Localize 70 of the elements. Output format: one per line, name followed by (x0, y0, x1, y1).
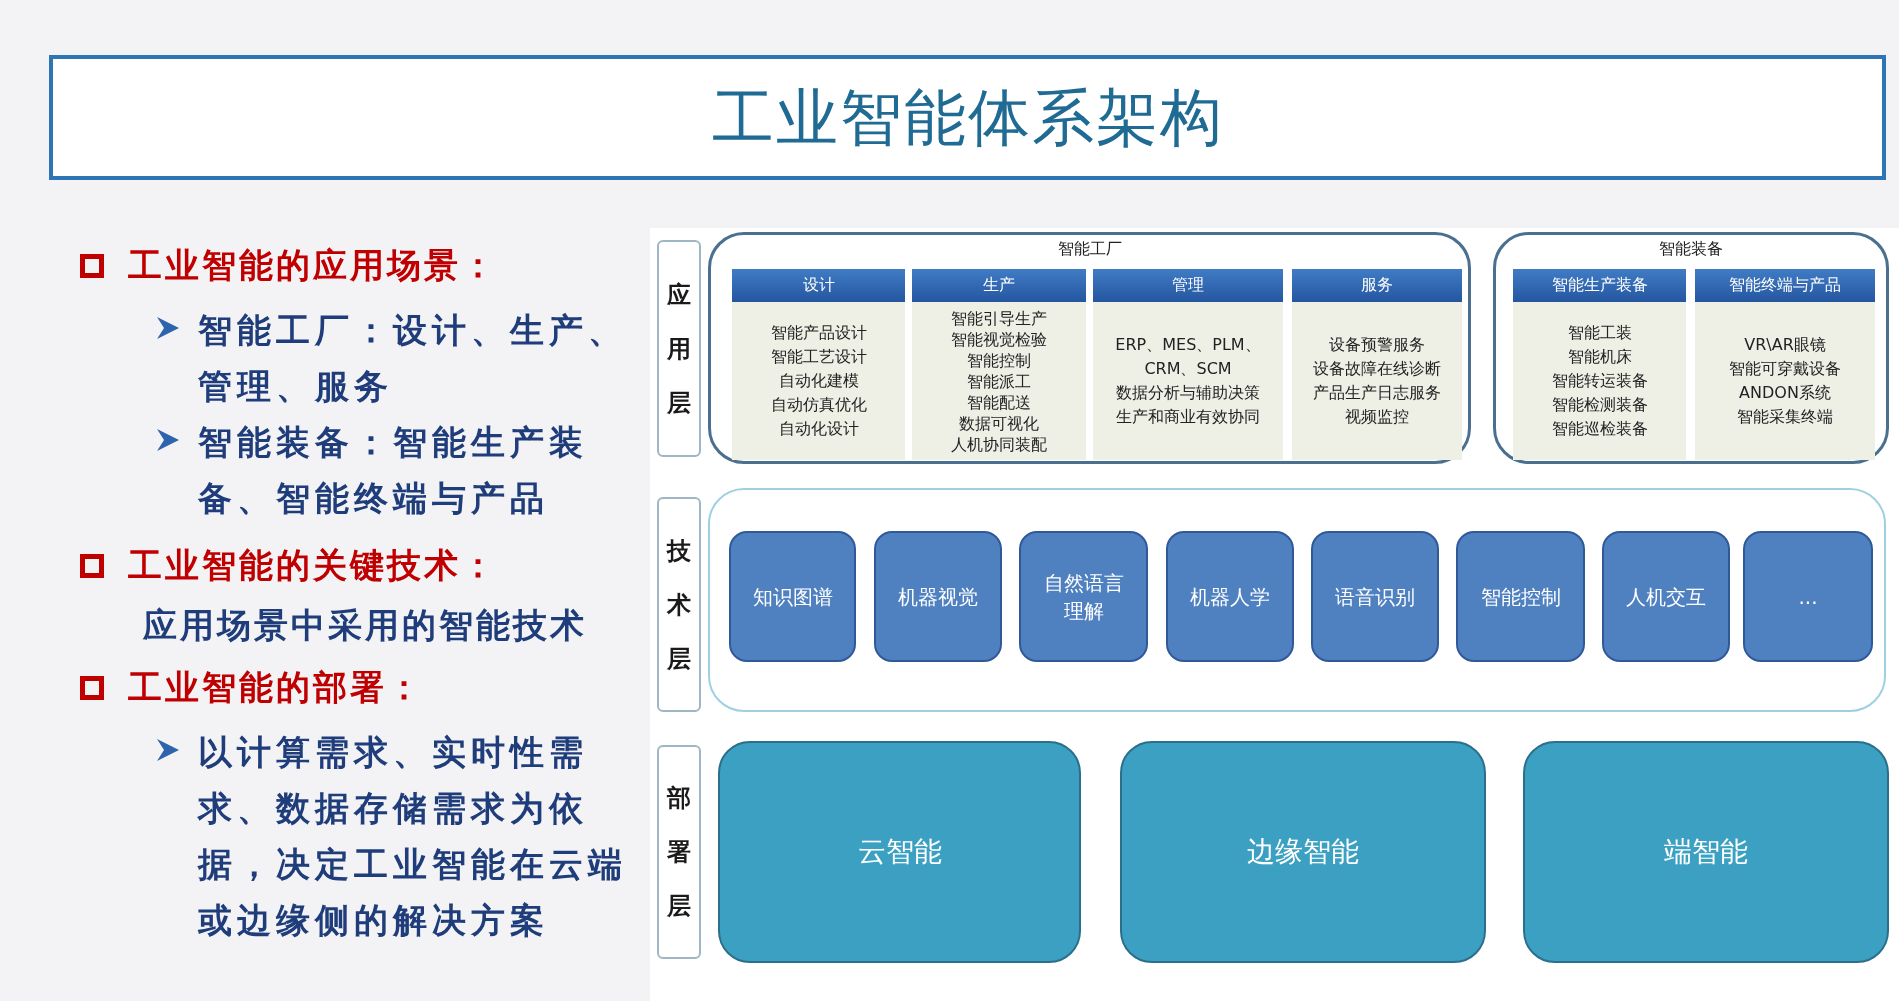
column-panel (1292, 269, 1462, 460)
item-text: 智能采集终端 (1737, 406, 1833, 428)
item-text: 智能引导生产 (951, 307, 1047, 329)
item-text: 智能巡检装备 (1551, 418, 1648, 440)
group-heading: 智能工厂 (1057, 239, 1122, 260)
item-text: VR\AR眼镜 (1744, 334, 1826, 356)
body-text: 应用场景中采用的智能技术 (143, 604, 588, 647)
item-text: 设备预警服务 (1329, 334, 1425, 356)
group-heading: 智能装备 (1659, 239, 1723, 260)
item-text: 智能配送 (967, 391, 1031, 413)
item-text: 智能产品设计 (770, 322, 867, 344)
item-text: 自动化建模 (778, 370, 859, 392)
item-text: 数据分析与辅助决策 (1116, 382, 1260, 404)
layer-name: 部署层 (666, 783, 692, 922)
technology-box: 智能控制 (1456, 531, 1585, 662)
technology-box: 自然语言理解 (1019, 531, 1148, 662)
layer-name: 技术层 (666, 535, 692, 675)
item-text: 智能机床 (1567, 346, 1632, 368)
deployment-box: 端智能 (1523, 741, 1889, 963)
heading-text: 工业智能的应用场景： (128, 244, 499, 287)
column-panel (1093, 269, 1283, 460)
column-header: 生产 (912, 269, 1086, 302)
deployment-box: 云智能 (718, 741, 1081, 963)
item-text: 数据可视化 (959, 412, 1039, 434)
column-panel (1695, 269, 1875, 460)
item-text: ERP、MES、PLM、CRM、SCM (1114, 334, 1262, 380)
column-panel (1513, 269, 1686, 460)
item-text: 产品生产日志服务 (1313, 382, 1441, 404)
item-text: 智能转运装备 (1551, 370, 1648, 392)
item-text: 智能可穿戴设备 (1729, 358, 1841, 380)
item-text: 生产和商业有效协同 (1116, 406, 1260, 428)
layer-label (657, 240, 701, 457)
column-header: 设计 (732, 269, 905, 302)
technology-box: 知识图谱 (729, 531, 856, 662)
title-banner: 工业智能体系架构 (49, 55, 1886, 180)
item-text: 自动仿真优化 (770, 394, 867, 416)
item-text: 人机协同装配 (951, 433, 1047, 455)
heading-text: 工业智能的关键技术： (128, 544, 499, 587)
column-header: 管理 (1093, 269, 1283, 302)
technology-box: 人机交互 (1602, 531, 1730, 662)
item-text: 智能工艺设计 (770, 346, 867, 368)
item-text: ANDON系统 (1739, 382, 1831, 404)
bullet-text: 智能装备：智能生产装备、智能终端与产品 (198, 421, 589, 520)
bullet-text: 以计算需求、实时性需求、数据存储需求为依据，决定工业智能在云端或边缘侧的解决方案 (198, 731, 628, 942)
column-panel (732, 269, 905, 460)
layer-label (657, 745, 701, 959)
column-header: 智能生产装备 (1513, 269, 1686, 302)
heading-text: 工业智能的部署： (128, 666, 425, 709)
layer-label (657, 497, 701, 712)
item-text: 智能检测装备 (1551, 394, 1648, 416)
group-panel (708, 232, 1471, 464)
item-text: 智能控制 (967, 349, 1031, 371)
item-text: 自动化设计 (778, 418, 859, 440)
bullet-text: 智能工厂：设计、生产、管理、服务 (198, 309, 628, 408)
technology-box: 机器视觉 (874, 531, 1002, 662)
column-header: 服务 (1292, 269, 1462, 302)
group-panel (1493, 232, 1889, 464)
column-panel (912, 269, 1086, 460)
item-text: 智能视觉检验 (951, 328, 1047, 350)
item-text: 设备故障在线诊断 (1313, 358, 1441, 380)
column-header: 智能终端与产品 (1695, 269, 1875, 302)
technology-box: 语音识别 (1311, 531, 1439, 662)
layer-panel (708, 488, 1886, 712)
item-text: 智能派工 (967, 370, 1031, 392)
technology-box: 机器人学 (1166, 531, 1294, 662)
layer-name: 应用层 (666, 279, 692, 419)
item-text: 智能工装 (1567, 322, 1632, 344)
technology-box: ... (1743, 531, 1873, 662)
item-text: 视频监控 (1345, 406, 1409, 428)
deployment-box: 边缘智能 (1120, 741, 1486, 963)
